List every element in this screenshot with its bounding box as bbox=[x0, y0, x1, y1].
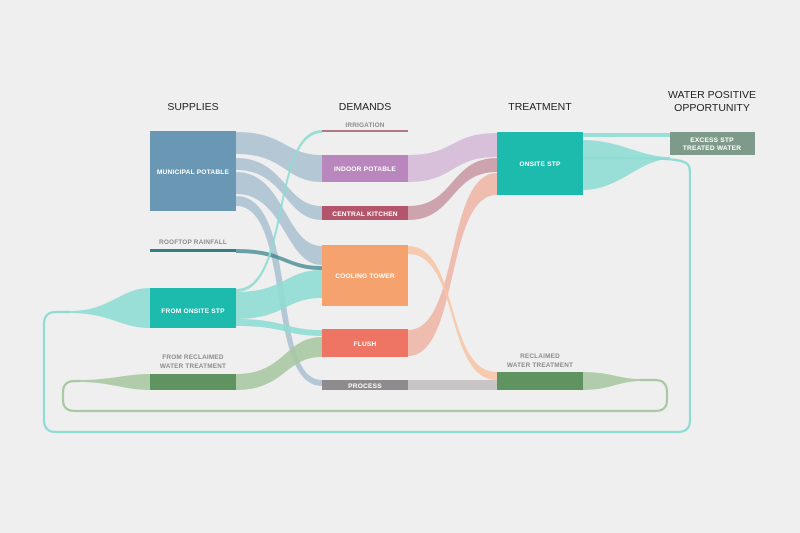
flow-rooftop-to-cooling-tower bbox=[236, 249, 322, 270]
node-flush bbox=[322, 329, 408, 357]
column-title-opportunity-line1: WATER POSITIVE bbox=[668, 89, 756, 101]
label-excess-line2: TREATED WATER bbox=[683, 145, 741, 152]
node-cooling-tower bbox=[322, 245, 408, 306]
column-title-supplies: SUPPLIES bbox=[167, 101, 218, 113]
label-from-reclaimed-line2: WATER TREATMENT bbox=[160, 363, 226, 370]
column-title-treatment: TREATMENT bbox=[508, 101, 572, 113]
flow-onsite-stp-recycle-funnel bbox=[583, 140, 670, 190]
column-title-demands: DEMANDS bbox=[339, 101, 392, 113]
label-onsite-stp: ONSITE STP bbox=[519, 161, 561, 168]
node-onsite-stp bbox=[497, 132, 583, 195]
label-reclaimed-line2: WATER TREATMENT bbox=[507, 362, 573, 369]
node-rooftop-rainfall bbox=[150, 249, 236, 252]
flow-from-stp-to-flush bbox=[236, 319, 322, 336]
flow-from-stp-to-cooling-tower bbox=[236, 270, 322, 319]
label-from-reclaimed-line1: FROM RECLAIMED bbox=[162, 354, 224, 361]
node-from-reclaimed-water-treatment bbox=[150, 374, 236, 390]
label-irrigation: IRRIGATION bbox=[345, 122, 384, 129]
node-central-kitchen bbox=[322, 206, 408, 220]
flow-from-reclaimed-to-flush bbox=[236, 337, 322, 390]
flow-recycle-into-from-reclaimed bbox=[80, 374, 150, 390]
label-process: PROCESS bbox=[348, 383, 382, 390]
node-from-onsite-stp bbox=[150, 288, 236, 328]
flow-municipal-to-central-kitchen bbox=[236, 158, 322, 220]
label-municipal-potable: MUNICIPAL POTABLE bbox=[157, 169, 230, 176]
flow-stp-recycle-loop bbox=[42, 156, 692, 434]
label-excess-line1: EXCESS STP bbox=[690, 137, 734, 144]
node-indoor-potable bbox=[322, 155, 408, 182]
node-excess-stp-treated-water bbox=[670, 132, 755, 155]
label-rooftop-rainfall: ROOFTOP RAINFALL bbox=[159, 239, 227, 246]
label-flush: FLUSH bbox=[354, 341, 377, 348]
label-cooling-tower: COOLING TOWER bbox=[335, 273, 395, 280]
node-municipal-potable bbox=[150, 131, 236, 211]
column-title-opportunity-line2: OPPORTUNITY bbox=[674, 102, 750, 114]
node-reclaimed-water-treatment bbox=[497, 372, 583, 390]
flow-process-to-reclaimed bbox=[408, 380, 497, 390]
label-reclaimed-line1: RECLAIMED bbox=[520, 353, 560, 360]
flow-flush-to-onsite-stp bbox=[408, 173, 497, 356]
node-irrigation bbox=[322, 130, 408, 132]
label-from-onsite-stp: FROM ONSITE STP bbox=[161, 308, 225, 315]
flow-recycle-into-from-onsite-stp bbox=[70, 288, 150, 328]
label-central-kitchen: CENTRAL KITCHEN bbox=[332, 211, 398, 218]
flow-municipal-to-indoor-potable bbox=[236, 132, 322, 182]
flow-cooling-tower-to-reclaimed bbox=[408, 246, 497, 380]
flow-reclaimed-recycle-loop bbox=[61, 378, 669, 413]
flow-onsite-stp-to-excess bbox=[583, 133, 670, 137]
flow-indoor-potable-to-onsite-stp bbox=[408, 133, 497, 182]
flow-central-kitchen-to-onsite-stp bbox=[408, 158, 497, 220]
node-process bbox=[322, 380, 408, 390]
flow-links bbox=[42, 130, 692, 434]
flow-reclaimed-recycle-funnel bbox=[583, 372, 640, 390]
label-indoor-potable: INDOOR POTABLE bbox=[334, 166, 396, 173]
